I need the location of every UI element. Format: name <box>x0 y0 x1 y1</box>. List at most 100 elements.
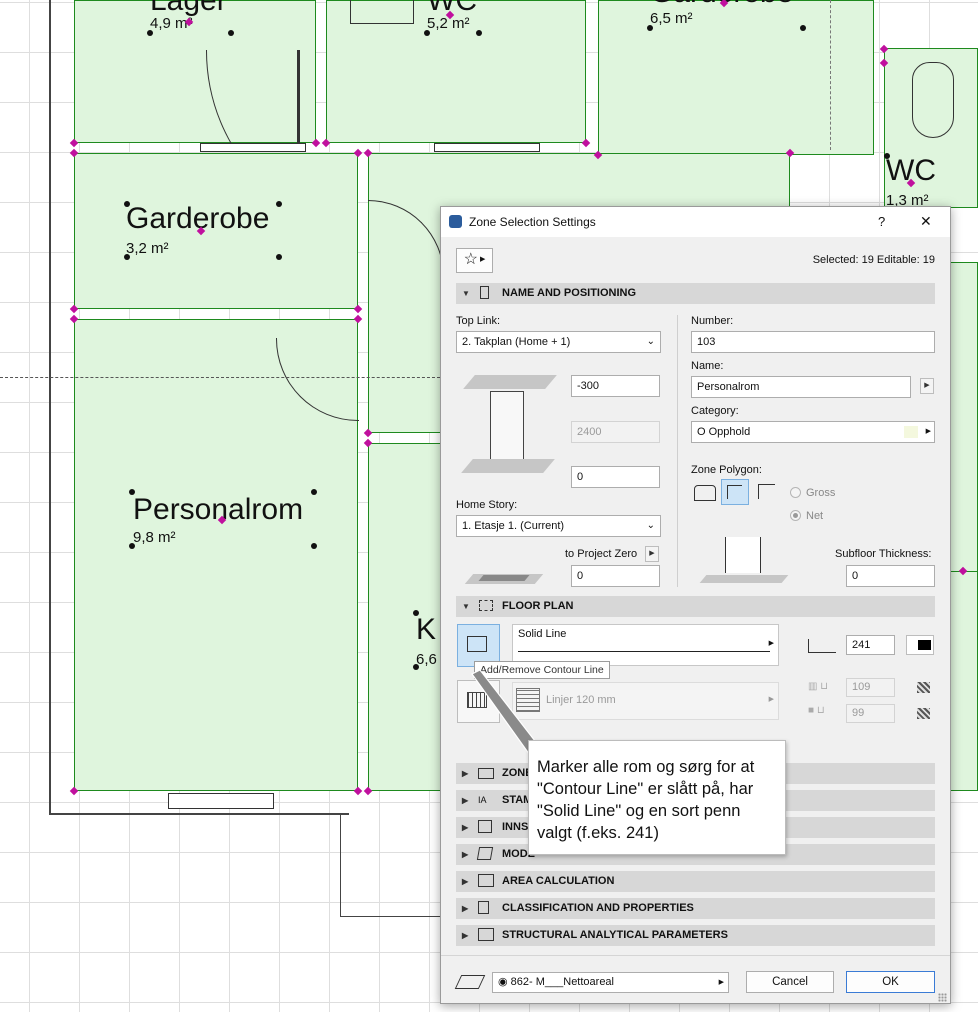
line-type-selector[interactable]: Solid Line ▶ <box>512 624 779 666</box>
home-story-select[interactable]: 1. Etasje 1. (Current) ⌄ <box>456 515 661 537</box>
section-name-positioning[interactable]: ▼ NAME AND POSITIONING <box>456 283 935 304</box>
category-select[interactable]: O Opphold ▶ <box>691 421 935 443</box>
settings-grid-icon <box>478 820 492 833</box>
callout-text: Marker alle rom og sørg for at "Contour … <box>537 758 755 842</box>
expand-triangle-icon: ▶ <box>462 877 469 886</box>
zone-box <box>490 391 524 469</box>
section-classification[interactable]: ▶ CLASSIFICATION AND PROPERTIES <box>456 898 935 919</box>
section-area-calculation[interactable]: ▶ AREA CALCULATION <box>456 871 935 892</box>
home-story-value: 1. Etasje 1. (Current) <box>462 520 565 532</box>
fill-bg-swatch <box>906 705 934 722</box>
project-zero-preview-icon <box>463 564 555 590</box>
cancel-button[interactable]: Cancel <box>746 971 834 993</box>
model-cube-icon <box>476 847 494 860</box>
radio-dot <box>793 513 798 518</box>
pen-color-chip <box>918 640 931 650</box>
line-type-name: Solid Line <box>518 628 567 640</box>
fill-bg-pen-icon: ■ ⊔ <box>808 705 825 716</box>
pen-color-swatch[interactable] <box>906 635 934 655</box>
section-label: AREA CALCULATION <box>502 875 615 887</box>
to-project-zero-field[interactable]: 0 <box>571 565 660 587</box>
category-color-swatch <box>904 426 918 438</box>
contour-line-toggle[interactable] <box>457 624 500 667</box>
layer-value: 862- M___Nettoareal <box>510 976 614 988</box>
zone-node <box>353 304 363 314</box>
chevron-right-icon: ▶ <box>478 256 486 263</box>
hotspot <box>129 543 135 549</box>
area-calc-icon <box>478 874 494 887</box>
number-label: Number: <box>691 315 734 327</box>
subfloor-field[interactable]: 0 <box>846 565 935 587</box>
outer-wall-bottom <box>49 813 349 815</box>
slab-top <box>463 375 557 389</box>
toilet-icon <box>912 62 954 138</box>
outer-wall-left <box>49 0 51 815</box>
name-popup-button[interactable]: ▶ <box>920 378 934 394</box>
polygon-gross-icon[interactable] <box>691 479 719 505</box>
section-structural[interactable]: ▶ STRUCTURAL ANALYTICAL PARAMETERS <box>456 925 935 946</box>
outer-wall-bottom-2 <box>340 916 440 917</box>
category-label: Category: <box>691 405 739 417</box>
fill-pen-icon: ▥ ⊔ <box>808 681 829 692</box>
hotspot <box>311 489 317 495</box>
chevron-right-icon: ▶ <box>768 696 774 703</box>
section-label: NAME AND POSITIONING <box>502 287 637 299</box>
name-field[interactable]: Personalrom <box>691 376 911 398</box>
favorites-button[interactable]: ☆ ▶ <box>456 248 493 273</box>
window-bottom <box>168 793 274 809</box>
classification-icon <box>478 901 489 914</box>
net-radio[interactable] <box>790 510 801 521</box>
bottom-offset-field[interactable]: 0 <box>571 466 660 488</box>
room-name-wc: WC <box>427 0 477 17</box>
fill-pattern-icon <box>516 688 540 712</box>
gross-radio[interactable] <box>790 487 801 498</box>
zone-polygon-label: Zone Polygon: <box>691 464 762 476</box>
layer-select[interactable]: ◉ 862- M___Nettoareal ▶ <box>492 972 729 993</box>
name-positioning-icon <box>480 286 489 299</box>
zone-garderobe-top[interactable] <box>598 0 874 155</box>
door-leaf-lager <box>297 50 300 143</box>
zone-height-preview <box>461 373 559 477</box>
top-offset-field[interactable]: -300 <box>571 375 660 397</box>
polygon-reduced-icon[interactable] <box>753 479 781 505</box>
zone-garderobe[interactable] <box>74 153 358 309</box>
hotspot <box>276 254 282 260</box>
eye-icon: ◉ <box>498 976 511 988</box>
archicad-icon <box>449 215 462 228</box>
section-label: FLOOR PLAN <box>502 600 574 612</box>
expand-triangle-icon: ▶ <box>462 850 469 859</box>
hotspot <box>124 201 130 207</box>
project-zero-popup-button[interactable]: ▶ <box>645 546 659 562</box>
top-link-select[interactable]: 2. Takplan (Home + 1) ⌄ <box>456 331 661 353</box>
close-button[interactable]: ✕ <box>920 213 932 229</box>
room-area-kitchen: 6,6 <box>416 651 437 668</box>
window-top-2 <box>434 143 540 152</box>
section-line <box>0 377 440 378</box>
selected-info: Selected: 19 Editable: 19 <box>812 254 935 266</box>
top-link-label: Top Link: <box>456 315 501 327</box>
zone-shape <box>478 575 530 581</box>
fill-icon <box>467 692 487 708</box>
resize-grip-icon[interactable] <box>938 993 947 1002</box>
section-label: MODE <box>502 848 535 860</box>
contour-line-icon <box>467 636 487 652</box>
fill-fg-pen-field: 109 <box>846 678 895 697</box>
dialog-titlebar[interactable]: Zone Selection Settings ? ✕ <box>441 207 950 237</box>
room-area-wc: 5,2 m² <box>427 15 470 32</box>
dialog-title: Zone Selection Settings <box>469 215 596 229</box>
room-area-lager: 4,9 m² <box>150 15 193 32</box>
contour-pen-field[interactable]: 241 <box>846 635 895 655</box>
zone-stamp-icon <box>478 768 494 779</box>
section-floor-plan[interactable]: ▼ FLOOR PLAN <box>456 596 935 617</box>
expand-triangle-icon: ▶ <box>462 796 469 805</box>
help-button[interactable]: ? <box>878 214 886 229</box>
hotspot <box>647 25 653 31</box>
ok-button[interactable]: OK <box>846 971 935 993</box>
to-project-zero-label: to Project Zero <box>565 548 638 560</box>
number-field[interactable]: 103 <box>691 331 935 353</box>
hotspot <box>311 543 317 549</box>
room-name-personalrom: Personalrom <box>133 493 304 526</box>
chevron-right-icon: ▶ <box>925 428 931 435</box>
polygon-net-icon[interactable] <box>721 479 749 505</box>
column-divider <box>677 315 678 587</box>
